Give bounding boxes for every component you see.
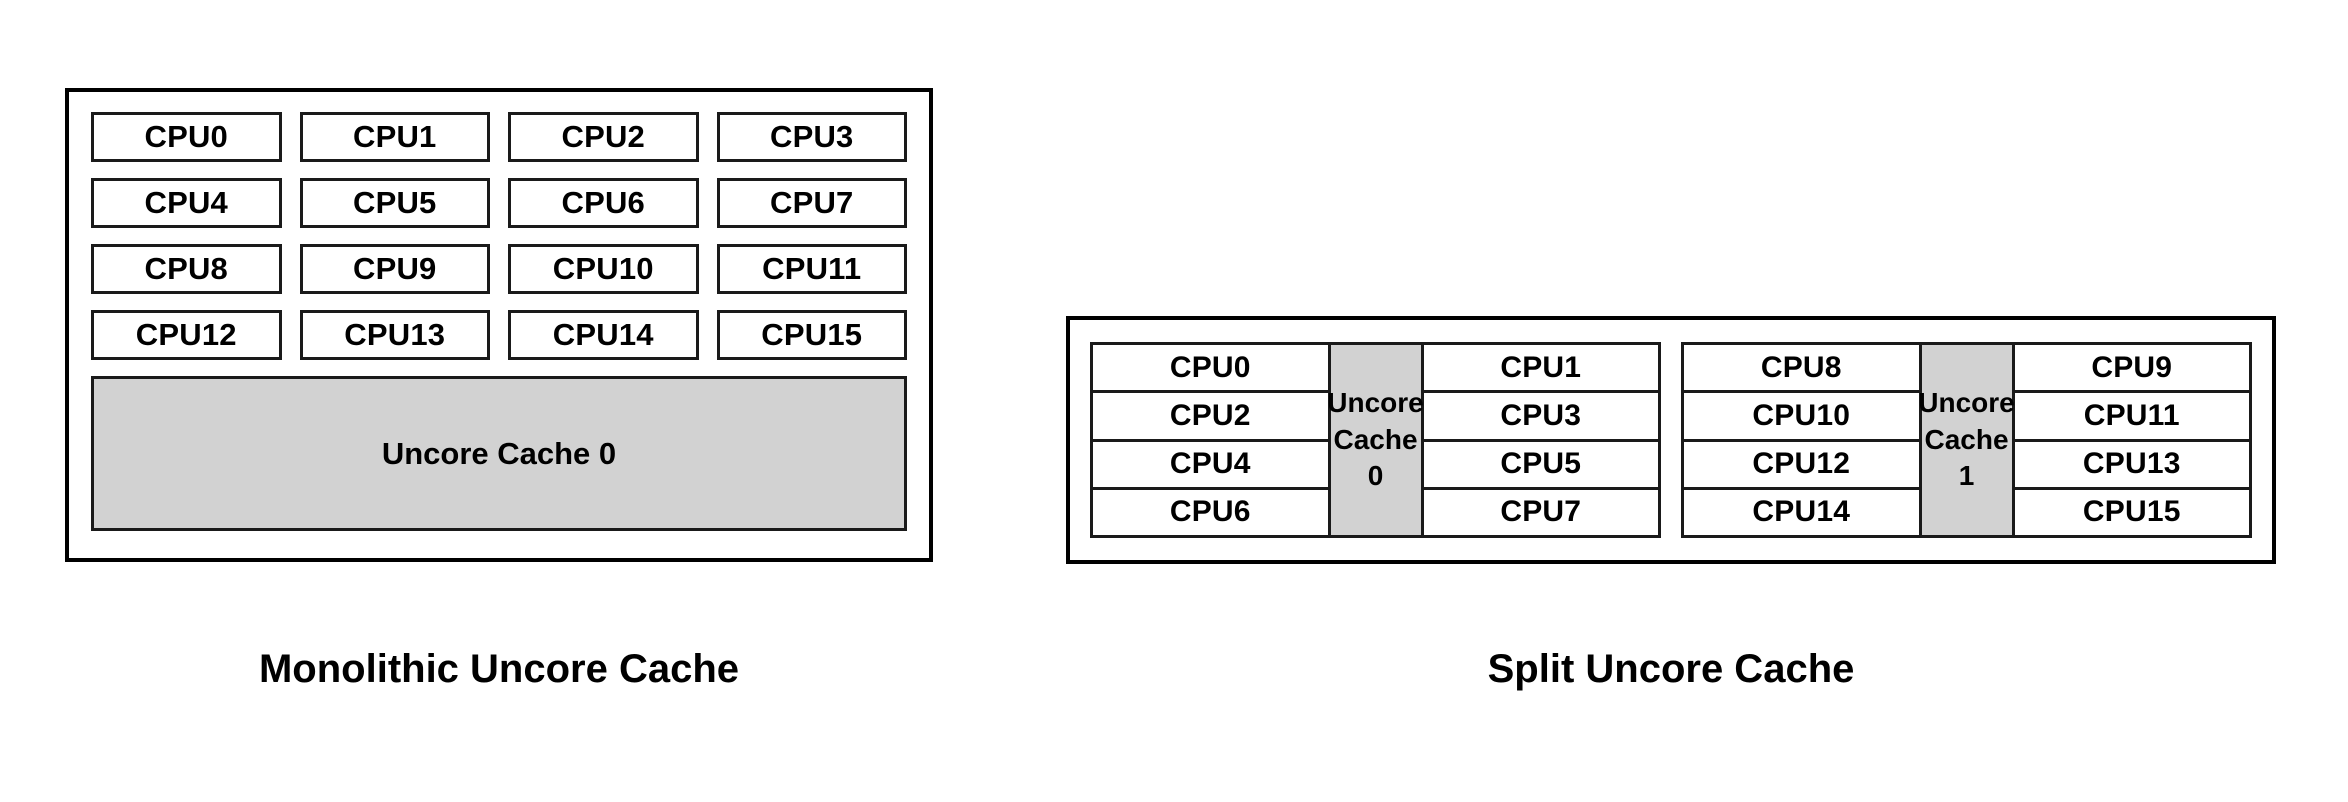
cpu-box: CPU11 — [716, 244, 907, 294]
cpu-box: CPU10 — [508, 244, 699, 294]
cpu-box: CPU3 — [1420, 390, 1661, 442]
cpu-box: CPU8 — [91, 244, 282, 294]
cpu-box: CPU11 — [2011, 390, 2252, 442]
cpu-box: CPU13 — [2011, 438, 2252, 490]
cpu-box: CPU14 — [1681, 486, 1922, 538]
split-cluster-0-left-column: CPU0 CPU2 CPU4 CPU6 — [1090, 342, 1331, 538]
cpu-box: CPU7 — [1420, 486, 1661, 538]
cpu-box: CPU2 — [1090, 390, 1331, 442]
cpu-box: CPU13 — [299, 310, 490, 360]
cpu-box: CPU0 — [91, 112, 282, 162]
monolithic-uncore-cache-panel: CPU0 CPU1 CPU2 CPU3 CPU4 CPU5 CPU6 CPU7 … — [65, 88, 933, 562]
cpu-box: CPU0 — [1090, 342, 1331, 394]
cpu-box: CPU12 — [91, 310, 282, 360]
cpu-box: CPU4 — [91, 178, 282, 228]
cpu-box: CPU6 — [1090, 486, 1331, 538]
cpu-box: CPU8 — [1681, 342, 1922, 394]
uncore-cache-box: Uncore Cache 0 — [91, 376, 907, 531]
monolithic-cpu-grid: CPU0 CPU1 CPU2 CPU3 CPU4 CPU5 CPU6 CPU7 … — [91, 112, 907, 360]
cpu-box: CPU4 — [1090, 438, 1331, 490]
cpu-box: CPU5 — [299, 178, 490, 228]
cpu-box: CPU15 — [2011, 486, 2252, 538]
cpu-box: CPU15 — [716, 310, 907, 360]
split-cluster-0-right-column: CPU1 CPU3 CPU5 CPU7 — [1420, 342, 1661, 538]
cpu-box: CPU10 — [1681, 390, 1922, 442]
cpu-box: CPU7 — [716, 178, 907, 228]
cpu-box: CPU3 — [716, 112, 907, 162]
cpu-box: CPU12 — [1681, 438, 1922, 490]
cpu-box: CPU14 — [508, 310, 699, 360]
monolithic-caption: Monolithic Uncore Cache — [258, 647, 740, 691]
cpu-box: CPU1 — [1420, 342, 1661, 394]
split-caption: Split Uncore Cache — [1487, 647, 1855, 691]
cpu-box: CPU9 — [299, 244, 490, 294]
cpu-box: CPU9 — [2011, 342, 2252, 394]
cpu-box: CPU5 — [1420, 438, 1661, 490]
split-cluster-1-left-column: CPU8 CPU10 CPU12 CPU14 — [1681, 342, 1922, 538]
split-cluster-1-right-column: CPU9 CPU11 CPU13 CPU15 — [2011, 342, 2252, 538]
cpu-box: CPU6 — [508, 178, 699, 228]
cpu-box: CPU1 — [299, 112, 490, 162]
cpu-box: CPU2 — [508, 112, 699, 162]
